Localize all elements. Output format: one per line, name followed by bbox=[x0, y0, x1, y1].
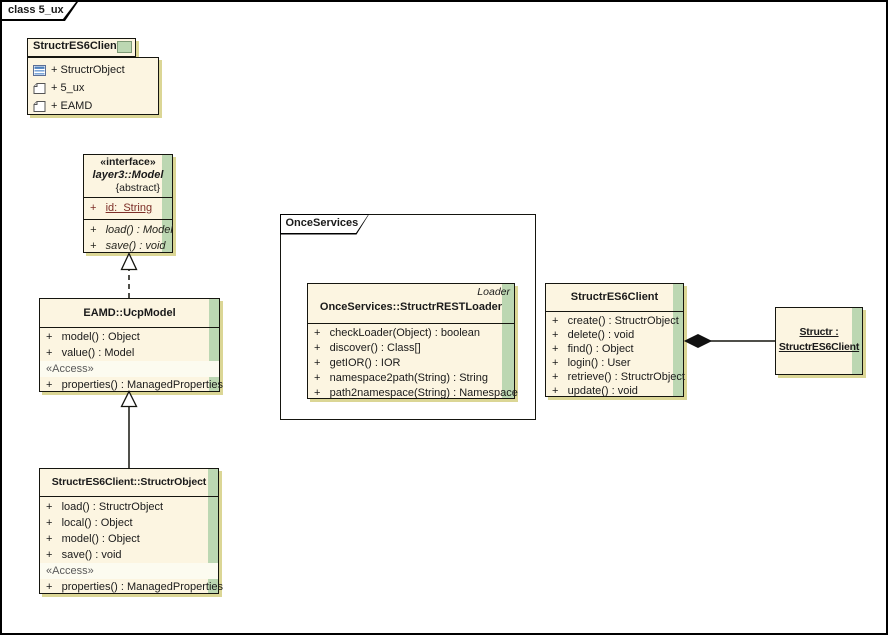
interface-layer3-model[interactable]: «interface» layer3::Model {abstract} + i… bbox=[83, 154, 173, 253]
class-name: OnceServices::StructrRESTLoader bbox=[319, 301, 503, 313]
instance-name-line2: StructrES6Client bbox=[778, 341, 860, 353]
class-structres6client[interactable]: StructrES6Client + create() : StructrObj… bbox=[545, 283, 685, 398]
package-structres6client-tab[interactable]: StructrES6Client bbox=[27, 38, 136, 57]
class-header: Loader OnceServices::StructrRESTLoader bbox=[308, 284, 514, 324]
object-structr-instance[interactable]: Structr : StructrES6Client bbox=[775, 307, 863, 375]
status-strip bbox=[852, 308, 862, 374]
operation-row: + save() : void bbox=[90, 240, 166, 252]
status-strip bbox=[502, 284, 514, 398]
interface-name: layer3::Model bbox=[92, 169, 164, 181]
package-frame-tab: OnceServices bbox=[280, 214, 370, 235]
package-title: StructrES6Client bbox=[33, 40, 121, 52]
operation-row: + namespace2path(String) : String bbox=[314, 372, 488, 384]
package-frame-onceservices[interactable]: OnceServices bbox=[280, 214, 536, 420]
class-eamd-ucpmodel[interactable]: EAMD::UcpModel + model() : Object + valu… bbox=[39, 298, 224, 393]
stereotype-group-label: «Access» bbox=[40, 563, 218, 579]
operation-row: + path2namespace(String) : Namespace bbox=[314, 387, 518, 399]
package-item-5ux[interactable]: + 5_ux bbox=[28, 79, 158, 97]
collaboration-role-label: Loader bbox=[477, 286, 510, 298]
package-frame-tab-fill bbox=[281, 215, 368, 233]
package-frame-label: OnceServices bbox=[285, 216, 359, 229]
operation-compartment: + create() : StructrObject + delete() : … bbox=[546, 312, 685, 398]
composition-connector-structres6client-to-structr-instance[interactable] bbox=[683, 333, 775, 349]
operation-row: + checkLoader(Object) : boolean bbox=[314, 327, 481, 339]
operation-row: + create() : StructrObject bbox=[552, 315, 679, 327]
operation-row: + local() : Object bbox=[46, 517, 133, 529]
status-square bbox=[117, 41, 132, 53]
operation-row: + load() : Model bbox=[90, 224, 173, 236]
attribute-compartment: + id: String bbox=[84, 198, 172, 220]
operation-compartment: + load() : StructrObject + local() : Obj… bbox=[40, 497, 224, 595]
class-icon bbox=[33, 64, 46, 76]
operation-row: + login() : User bbox=[552, 357, 631, 369]
operation-row: + model() : Object bbox=[46, 331, 140, 343]
class-name: StructrES6Client::StructrObject bbox=[40, 469, 218, 497]
status-strip bbox=[208, 469, 218, 593]
diagram-frame-tab-fill bbox=[2, 2, 76, 19]
diagram-icon bbox=[33, 82, 46, 94]
interface-header: «interface» layer3::Model {abstract} bbox=[84, 155, 172, 198]
class-name: StructrES6Client bbox=[546, 284, 683, 312]
operation-row: + getIOR() : IOR bbox=[314, 357, 401, 369]
status-strip bbox=[209, 299, 219, 391]
operation-compartment: + model() : Object + value() : Model «Ac… bbox=[40, 328, 224, 393]
operation-row: + discover() : Class[] bbox=[314, 342, 421, 354]
operation-compartment: + checkLoader(Object) : boolean + discov… bbox=[308, 324, 518, 401]
operation-row: + find() : Object bbox=[552, 343, 634, 355]
generalization-connector-structrobject-to-ucpmodel[interactable] bbox=[120, 390, 138, 469]
operation-row: + update() : void bbox=[552, 385, 638, 397]
instance-name-line1: Structr : bbox=[799, 326, 839, 338]
package-item-label: + 5_ux bbox=[51, 82, 85, 94]
operation-row: + model() : Object bbox=[46, 533, 140, 545]
class-structres6client-structrobject[interactable]: StructrES6Client::StructrObject + load()… bbox=[39, 468, 224, 595]
attribute-row: + id: String bbox=[90, 202, 153, 214]
package-item-label: + StructrObject bbox=[51, 64, 125, 76]
filled-diamond-arrowhead bbox=[683, 333, 713, 349]
interface-stereotype: «interface» bbox=[100, 156, 156, 168]
operation-row: + value() : Model bbox=[46, 347, 135, 359]
diagram-frame-tab: class 5_ux bbox=[2, 2, 78, 21]
operation-row: + delete() : void bbox=[552, 329, 635, 341]
operation-row: + properties() : ManagedProperties bbox=[46, 581, 224, 593]
status-strip bbox=[162, 155, 172, 252]
diagram-icon bbox=[33, 100, 46, 112]
package-item-eamd[interactable]: + EAMD bbox=[28, 97, 158, 115]
package-item-label: + EAMD bbox=[51, 100, 93, 112]
operation-compartment: + load() : Model + save() : void bbox=[84, 220, 173, 254]
package-structres6client-body[interactable]: + StructrObject + 5_ux + EAMD bbox=[27, 57, 159, 115]
operation-row: + save() : void bbox=[46, 549, 122, 561]
operation-row: + load() : StructrObject bbox=[46, 501, 164, 513]
hollow-triangle-arrowhead bbox=[120, 390, 138, 408]
interface-abstract-tag: {abstract} bbox=[115, 182, 160, 194]
hollow-triangle-arrowhead bbox=[120, 251, 138, 271]
package-item-structrobject[interactable]: + StructrObject bbox=[28, 61, 158, 79]
diagram-frame-label: class 5_ux bbox=[8, 4, 64, 16]
class-name: EAMD::UcpModel bbox=[40, 299, 219, 328]
realization-connector-ucpmodel-to-model[interactable] bbox=[120, 251, 138, 299]
class-onceservices-structrrestloader[interactable]: Loader OnceServices::StructrRESTLoader +… bbox=[307, 283, 518, 401]
stereotype-group-label: «Access» bbox=[40, 361, 219, 377]
operation-row: + properties() : ManagedProperties bbox=[46, 379, 224, 391]
status-strip bbox=[673, 284, 683, 396]
operation-row: + retrieve() : StructrObject bbox=[552, 371, 685, 383]
